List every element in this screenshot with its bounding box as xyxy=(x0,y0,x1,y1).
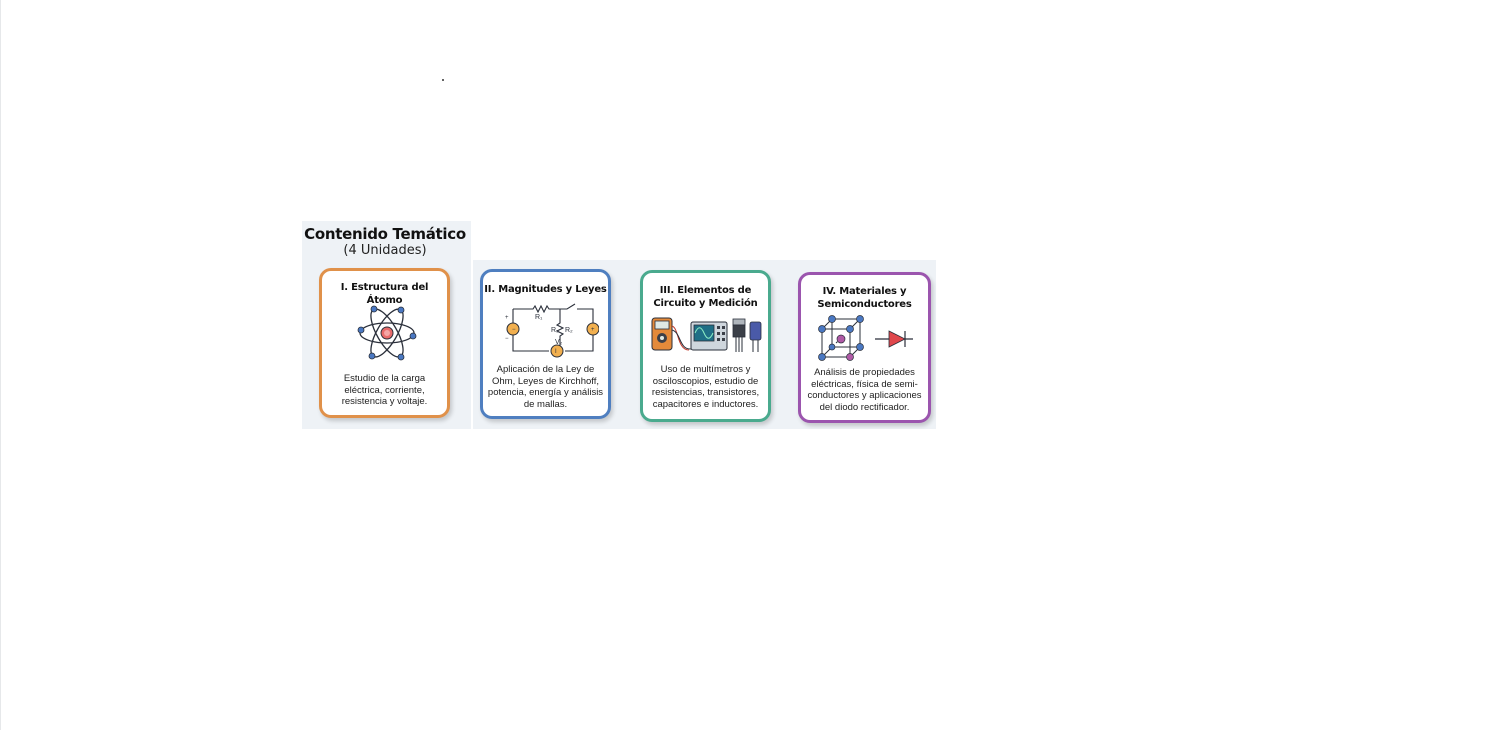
unit-card-3: III. Elementos de Circuito y Medición Us… xyxy=(640,270,771,422)
page-left-border xyxy=(0,0,1,730)
unit-3-title: III. Elementos de Circuito y Medición xyxy=(653,285,758,309)
svg-text:−: − xyxy=(512,327,516,333)
crystal-lattice-diode-icon xyxy=(818,315,913,361)
svg-text:+: + xyxy=(591,327,595,333)
unit-4-description: Análisis de propiedades eléctricas, físi… xyxy=(807,367,922,413)
unit-card-4: IV. Materiales y Semiconductores Análisi… xyxy=(798,272,931,423)
page-subtitle: (4 Unidades) xyxy=(343,243,427,258)
svg-text:−: − xyxy=(505,336,509,342)
r2-label: R₂ xyxy=(565,327,573,334)
unit-2-title: II. Magnitudes y Leyes xyxy=(484,284,607,295)
unit-4-title: IV. Materiales y Semiconductores xyxy=(817,286,912,310)
unit-1-description: Estudio de la carga eléctrica, corriente… xyxy=(341,373,428,407)
page-title: Contenido Temático xyxy=(304,225,466,243)
unit-3-description: Uso de multímetros y osciloscopios, estu… xyxy=(651,364,760,410)
r1-label: R₁ xyxy=(535,314,543,321)
svg-text:I: I xyxy=(555,349,557,355)
unit-card-2: II. Magnitudes y Leyes − + I + − R₁ R₃ R… xyxy=(480,269,611,419)
atom-icon xyxy=(357,305,417,361)
r3-label: R₃ xyxy=(551,327,559,334)
circuit-diagram-icon: − + I + − R₁ R₃ R₂ V₂ xyxy=(505,303,599,358)
svg-text:+: + xyxy=(505,315,509,321)
unit-1-title: I. Estructura del Átomo xyxy=(340,282,429,306)
measurement-instruments-icon xyxy=(651,317,762,352)
v2-label: V₂ xyxy=(555,339,563,346)
unit-card-1: I. Estructura del Átomo Estudio de la ca… xyxy=(319,268,450,418)
stray-dot xyxy=(442,79,444,81)
unit-2-description: Aplicación de la Ley de Ohm, Leyes de Ki… xyxy=(487,364,604,410)
